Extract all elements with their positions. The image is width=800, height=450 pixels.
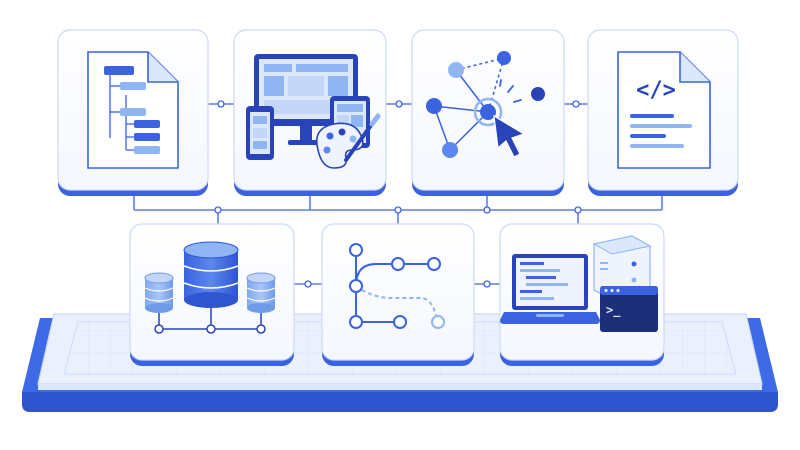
code-glyph: </> [636, 78, 676, 103]
card-responsive-design [233, 29, 387, 196]
terminal-prompt: >_ [606, 303, 621, 318]
card-source-code: </> [587, 29, 739, 196]
server-icon [592, 235, 652, 301]
document-tree-icon [87, 51, 179, 169]
laptop-server-terminal-icon: >_ [500, 235, 658, 332]
terminal-window-icon: >_ [600, 286, 658, 332]
card-deployment: >_ [499, 223, 665, 366]
code-document-icon: </> [617, 51, 711, 169]
card-version-control [321, 223, 475, 366]
database-cylinders-icon [144, 241, 276, 334]
card-data-storage [129, 223, 295, 366]
laptop-icon [500, 254, 600, 324]
connector-nodes [214, 100, 582, 288]
git-branch-icon [349, 243, 445, 329]
card-document-structure [57, 29, 209, 196]
network-cursor-icon [426, 51, 545, 158]
devices-palette-icon [246, 54, 381, 169]
card-interaction-network [411, 29, 565, 196]
